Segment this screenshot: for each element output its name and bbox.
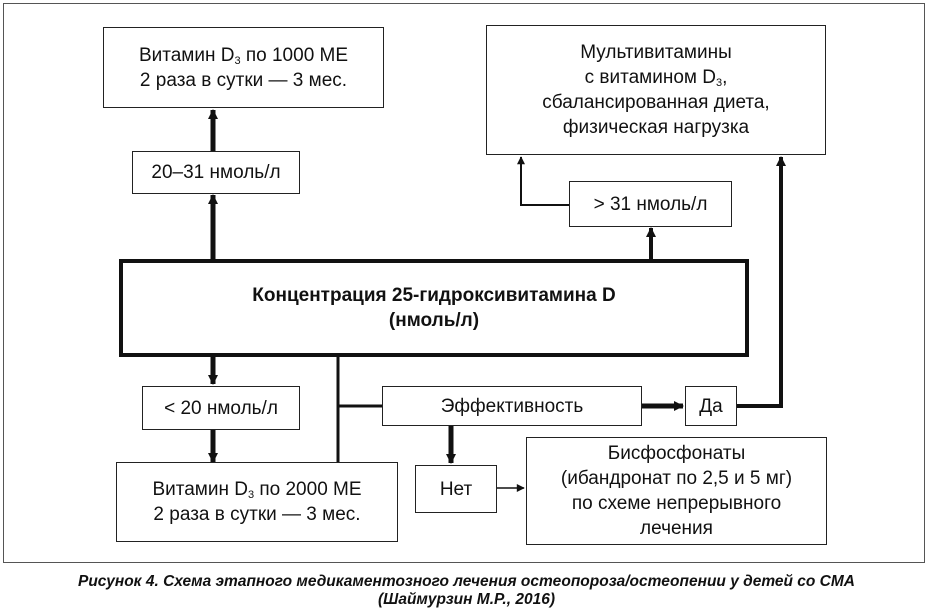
yes-box: Да (685, 386, 737, 426)
multivitamins-line4: физическая нагрузка (562, 117, 750, 138)
range-over-31-label: > 31 нмоль/л (593, 193, 708, 215)
vitd-2000-box: Витамин D3 по 2000 МЕ 2 раза в сутки — 3… (116, 462, 398, 542)
figure-caption-line1: Рисунок 4. Схема этапного медикаментозно… (78, 573, 855, 590)
no-box: Нет (415, 465, 497, 513)
vitd-2000-text: Витамин D (152, 479, 248, 500)
range-20-31-label: 20–31 нмоль/л (151, 162, 281, 183)
multivitamins-subscript: 3 (715, 77, 723, 89)
bisphosphonates-line2: (ибандронат по 2,5 и 5 мг) (560, 468, 793, 489)
vitd-1000-box: Витамин D3 по 1000 МЕ 2 раза в сутки — 3… (103, 27, 384, 108)
vitd-2000-dose: по 2000 МЕ (254, 479, 362, 500)
vitd-1000-subscript: 3 (234, 54, 241, 67)
range-20-31-box: 20–31 нмоль/л (132, 151, 300, 194)
effectiveness-label: Эффективность (440, 395, 584, 417)
concentration-box: Концентрация 25-гидроксивитамина D (нмол… (119, 259, 749, 357)
vitd-2000-subscript: 3 (247, 489, 255, 501)
bisphosphonates-box: Бисфосфонаты (ибандронат по 2,5 и 5 мг) … (526, 437, 827, 545)
range-under-20-label: < 20 нмоль/л (164, 397, 278, 419)
bisphosphonates-line1: Бисфосфонаты (607, 443, 746, 464)
bisphosphonates-line3: по схеме непрерывного (571, 493, 782, 514)
range-over-31-box: > 31 нмоль/л (569, 181, 732, 227)
vitd-1000-dose: по 1000 МЕ (240, 44, 349, 66)
multivitamins-line3: сбалансированная диета, (542, 92, 770, 113)
figure-caption-line2: (Шаймурзин М.Р., 2016) (377, 591, 555, 608)
vitd-1000-schedule: 2 раза в сутки — 3 мес. (139, 69, 348, 91)
diagram-frame (3, 3, 925, 563)
range-under-20-box: < 20 нмоль/л (142, 386, 300, 430)
multivitamins-line1: Мультивитамины (580, 42, 732, 63)
arrow-yes-to-multivitamins (737, 156, 786, 408)
yes-label: Да (699, 395, 723, 417)
multivitamins-line2: с витамином D (584, 67, 716, 88)
concentration-unit: (нмоль/л) (388, 310, 480, 331)
vitd-2000-schedule: 2 раза в сутки — 3 мес. (153, 504, 361, 525)
effectiveness-box: Эффективность (382, 386, 642, 426)
multivitamins-box: Мультивитамины с витамином D3, сбалансир… (486, 25, 826, 155)
bisphosphonates-line4: лечения (640, 518, 713, 539)
concentration-title: Концентрация 25-гидроксивитамина D (252, 285, 616, 306)
no-label: Нет (439, 478, 473, 500)
arrow-range-over-31-to-multivitamins (517, 156, 569, 206)
multivitamins-comma: , (722, 67, 728, 88)
vitd-1000-text: Витамин D (138, 44, 235, 66)
